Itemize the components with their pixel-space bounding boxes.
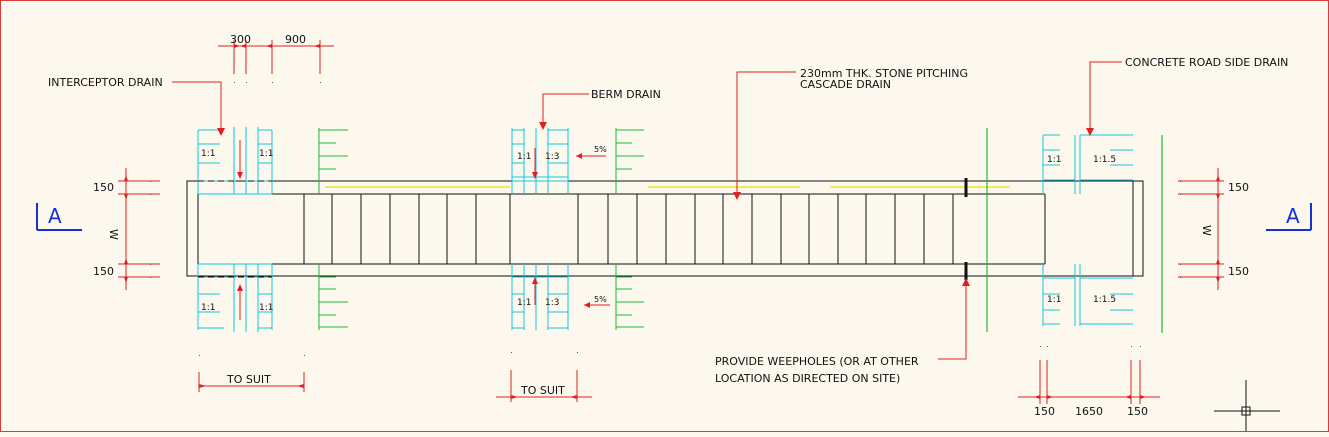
crosshair-icon [1214, 380, 1280, 432]
width-label: W [1200, 225, 1213, 236]
cascade-label-line2: CASCADE DRAIN [800, 78, 891, 91]
berm-drain-top [511, 128, 569, 194]
green-verticals-right [986, 128, 1163, 333]
extension-dots [150, 82, 1181, 356]
slope-label: 1:1 [1047, 295, 1061, 305]
interceptor-drain-bottom [197, 263, 273, 332]
green-ticks-2 [615, 128, 644, 330]
arrowheads [217, 122, 1094, 308]
road-side-drain-bottom [1042, 264, 1133, 326]
dimension-label: 150 [93, 265, 114, 278]
channel-outline [186, 180, 1144, 277]
slope-label: 1:1 [201, 149, 215, 159]
slope-label: 1:1 [201, 303, 215, 313]
dimension-label: 1650 [1075, 405, 1103, 418]
dimension-label: 150 [1127, 405, 1148, 418]
dimension-label: 300 [230, 33, 251, 46]
interceptor-drain-top [197, 127, 273, 195]
section-mark-right: A [1266, 203, 1312, 231]
slope-label: 1:1 [259, 303, 273, 313]
road-side-drain-top [1042, 134, 1133, 194]
slope-label: 1:1.5 [1093, 295, 1116, 305]
gradient-label: 5% [594, 145, 607, 154]
berm-drain-bottom [511, 264, 569, 330]
section-mark-letter: A [1286, 204, 1300, 228]
dimension-label: 150 [93, 181, 114, 194]
section-mark-letter: A [48, 204, 62, 228]
berm-drain-label: BERM DRAIN [591, 88, 661, 101]
gradient-label: 5% [594, 295, 607, 304]
slope-label: 1:1 [517, 298, 531, 308]
slope-label: 1:1 [1047, 155, 1061, 165]
cascade-steps [303, 194, 954, 264]
dimension-label: 150 [1228, 181, 1249, 194]
dimension-label: 150 [1228, 265, 1249, 278]
width-label: W [107, 229, 120, 240]
slope-label: 1:1 [517, 152, 531, 162]
green-ticks-1 [318, 128, 348, 330]
slope-label: 1:1 [259, 149, 273, 159]
slope-label: 1:1.5 [1093, 155, 1116, 165]
dimension-ticks [124, 44, 1220, 399]
section-mark-left: A [36, 203, 82, 231]
slope-label: 1:3 [545, 152, 559, 162]
to-suit-label: TO SUIT [226, 373, 271, 386]
weepholes-label-line1: PROVIDE WEEPHOLES (OR AT OTHER [715, 355, 919, 368]
dimension-label: 150 [1034, 405, 1055, 418]
weepholes-label-line2: LOCATION AS DIRECTED ON SITE) [715, 372, 900, 385]
slope-label: 1:3 [545, 298, 559, 308]
cascade-label-line1: 230mm THK. STONE PITCHING [800, 67, 968, 80]
interceptor-drain-label: INTERCEPTOR DRAIN [48, 76, 163, 89]
dimension-label: 900 [285, 33, 306, 46]
road-side-drain-label: CONCRETE ROAD SIDE DRAIN [1125, 56, 1288, 69]
to-suit-label: TO SUIT [520, 384, 565, 397]
